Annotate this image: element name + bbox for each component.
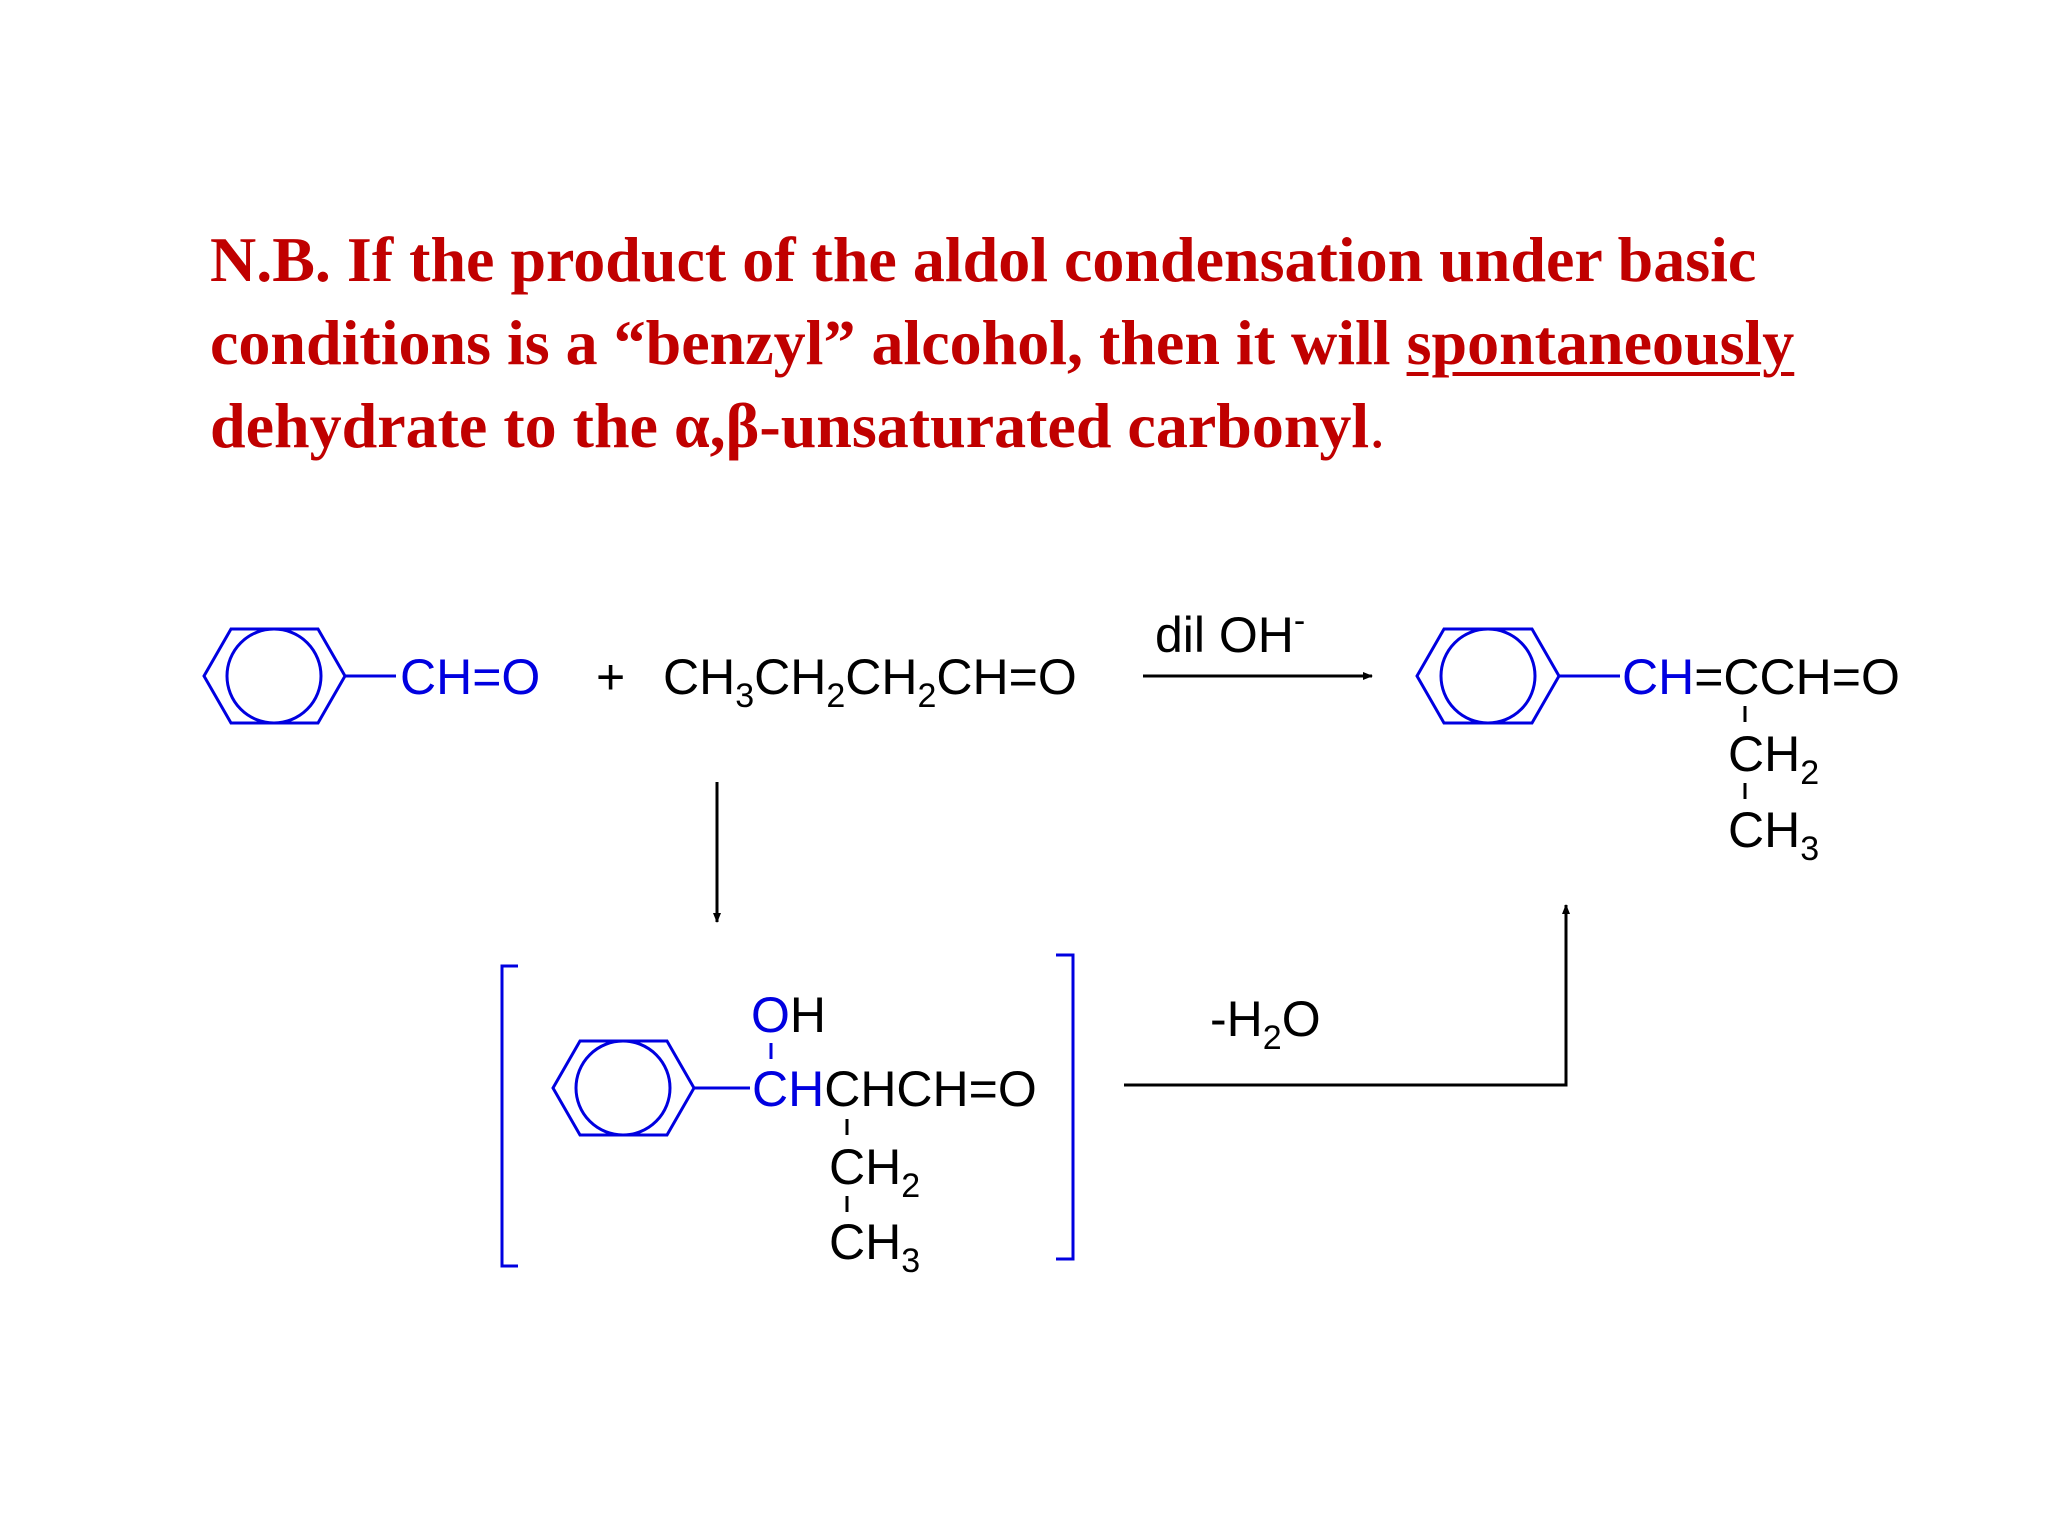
benzene-ring-intermediate	[551, 1039, 696, 1137]
note-line-1: N.B. If the product of the aldol condens…	[210, 224, 1757, 295]
note-line-3-period: .	[1369, 390, 1386, 461]
note-line-2: conditions is a “benzyl” alcohol, then i…	[210, 301, 2010, 384]
intermediate-chain: CHCHCH=O	[752, 1061, 1037, 1117]
intermediate-branch-ch3: CH3	[829, 1214, 920, 1280]
reagent-label: dil OH-	[1155, 602, 1305, 663]
spontaneously-underlined: spontaneously	[1406, 307, 1795, 378]
left-bracket	[500, 964, 518, 1268]
note-line-3-text: dehydrate to the α,β-unsaturated carbony…	[210, 390, 1370, 461]
note-line-3: dehydrate to the α,β-unsaturated carbony…	[210, 384, 2010, 467]
note-line-2-text: conditions is a “benzyl” alcohol, then i…	[210, 307, 1407, 378]
benzaldehyde-structure: CH=O	[202, 627, 540, 725]
note-text: N.B. If the product of the aldol condens…	[210, 218, 2010, 467]
benzene-ring-1	[202, 627, 347, 725]
product-branch-ch3: CH3	[1728, 802, 1819, 868]
benzaldehyde-group: CH=O	[400, 649, 540, 705]
butanal-formula: CH3CH2CH2CH=O	[663, 649, 1077, 715]
product-chain: CH=CCH=O	[1622, 649, 1900, 705]
benzene-ring-product	[1415, 627, 1561, 725]
product-structure: CH=CCH=O CH2 CH3	[1415, 627, 1900, 868]
dehydration-label: -H2O	[1210, 991, 1321, 1057]
intermediate-branch-ch2: CH2	[829, 1139, 920, 1205]
plus-sign: +	[596, 649, 625, 705]
hydroxyl-group: OH	[751, 987, 826, 1043]
right-bracket	[1056, 953, 1075, 1261]
product-branch-ch2: CH2	[1728, 726, 1819, 792]
intermediate-structure: OH CHCHCH=O CH2 CH3	[500, 953, 1075, 1280]
dehydration-arrow	[1124, 904, 1570, 1087]
